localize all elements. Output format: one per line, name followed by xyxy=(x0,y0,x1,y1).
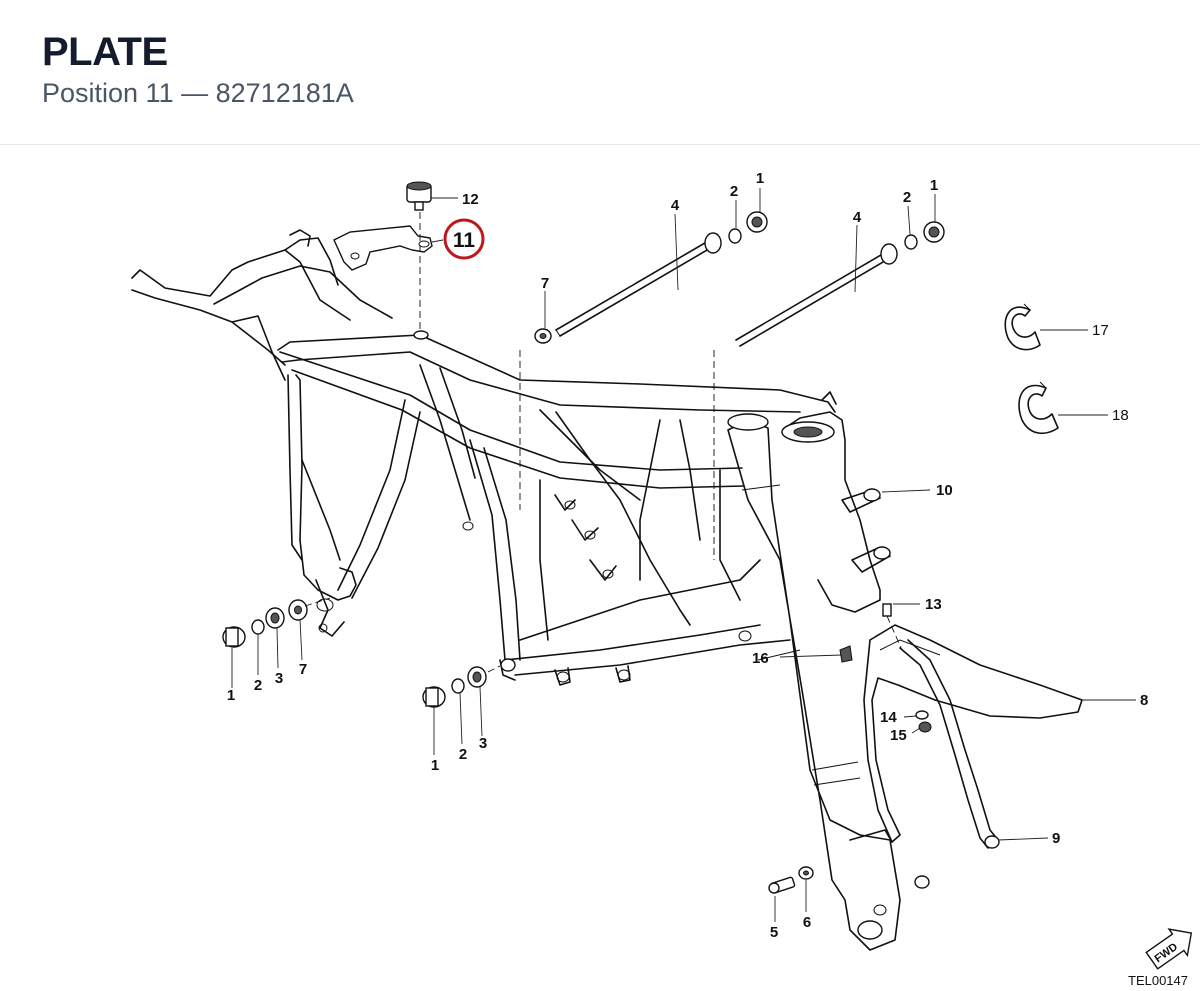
callout-15[interactable]: 15 xyxy=(890,727,907,744)
callout-labels: 12 4 2 1 4 2 1 7 17 18 10 13 16 8 14 15 … xyxy=(227,170,1149,941)
hose-clamp-18-drawing xyxy=(1018,381,1059,435)
page-header: PLATE Position 11 — 82712181A xyxy=(0,0,1200,145)
callout-7-top[interactable]: 7 xyxy=(541,275,549,292)
callout-13[interactable]: 13 xyxy=(925,596,942,613)
callout-6[interactable]: 6 xyxy=(803,914,811,931)
drawing-code: TEL00147 xyxy=(1128,973,1188,988)
callout-3-mid[interactable]: 3 xyxy=(479,735,487,752)
part-number: 82712181A xyxy=(215,78,354,108)
hose-clamp-17-drawing xyxy=(1004,303,1041,351)
callout-10[interactable]: 10 xyxy=(936,482,953,499)
callout-9[interactable]: 9 xyxy=(1052,830,1060,847)
callout-1-top-a[interactable]: 1 xyxy=(756,170,764,187)
callout-1-mid[interactable]: 1 xyxy=(431,757,439,774)
callout-18[interactable]: 18 xyxy=(1112,407,1129,424)
subtitle-separator: — xyxy=(181,78,209,108)
page-title: PLATE xyxy=(42,30,168,74)
callout-1-top-b[interactable]: 1 xyxy=(930,177,938,194)
through-bolt-a-drawing xyxy=(534,211,768,344)
callout-16[interactable]: 16 xyxy=(752,650,769,667)
callout-17[interactable]: 17 xyxy=(1092,322,1109,339)
frame-drawing xyxy=(131,229,891,686)
callout-11-highlighted[interactable]: 11 xyxy=(453,229,476,252)
callout-2-top-b[interactable]: 2 xyxy=(903,189,911,206)
pivot-parts-mid-drawing xyxy=(422,666,487,708)
callout-2-top-a[interactable]: 2 xyxy=(730,183,738,200)
callout-14[interactable]: 14 xyxy=(880,709,897,726)
front-fork-drawing xyxy=(727,413,901,951)
through-bolt-b-drawing xyxy=(735,221,945,347)
callout-3-left[interactable]: 3 xyxy=(275,670,283,687)
callout-1-left[interactable]: 1 xyxy=(227,687,235,704)
exploded-parts-diagram: 11 12 4 2 1 4 2 1 7 17 18 10 13 16 8 14 … xyxy=(0,146,1200,991)
callout-4-b[interactable]: 4 xyxy=(853,209,862,226)
callout-4-a[interactable]: 4 xyxy=(671,197,680,214)
callout-7-left[interactable]: 7 xyxy=(299,661,307,678)
page-subtitle: Position 11 — 82712181A xyxy=(42,78,354,109)
rubber-buffer-drawing xyxy=(406,181,432,211)
callout-2-left[interactable]: 2 xyxy=(254,677,262,694)
front-fender-drawing xyxy=(863,624,1083,889)
callout-8[interactable]: 8 xyxy=(1140,692,1148,709)
callout-12[interactable]: 12 xyxy=(462,191,479,208)
plate-part-drawing xyxy=(333,225,433,271)
leader-lines xyxy=(231,188,1136,922)
small-fasteners-drawing xyxy=(768,603,932,894)
diagram-canvas: 11 12 4 2 1 4 2 1 7 17 18 10 13 16 8 14 … xyxy=(131,170,1193,988)
pivot-parts-left-drawing xyxy=(222,599,308,648)
position-label: Position 11 xyxy=(42,78,174,108)
callout-5[interactable]: 5 xyxy=(770,924,778,941)
fwd-arrow-icon: FWD xyxy=(1145,928,1193,970)
highlight-ring xyxy=(443,218,485,260)
callout-2-mid[interactable]: 2 xyxy=(459,746,467,763)
